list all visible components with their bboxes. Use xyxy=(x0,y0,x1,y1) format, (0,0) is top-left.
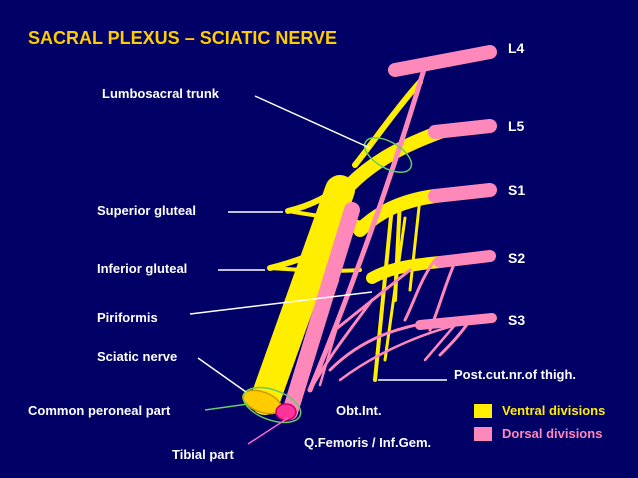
sciatic-trunk-dorsal xyxy=(282,202,360,420)
label-post-cut: Post.cut.nr.of thigh. xyxy=(454,367,577,382)
legend-ventral: Ventral divisions xyxy=(474,403,605,418)
root-label-l4: L4 xyxy=(508,40,525,56)
l4-ventral-branch xyxy=(352,79,423,168)
root-label-s1: S1 xyxy=(508,182,526,198)
label-common-peroneal: Common peroneal part xyxy=(28,403,171,418)
trunk-cut-pink xyxy=(275,403,297,421)
leader-tibial xyxy=(247,417,289,445)
s1-dorsal-root xyxy=(428,183,497,203)
lumbosacral-trunk-circle xyxy=(363,137,413,173)
root-label-s3: S3 xyxy=(508,312,526,328)
legend-label-ventral: Ventral divisions xyxy=(502,403,606,418)
leader-lumbosacral xyxy=(254,95,371,149)
l4-descending xyxy=(307,63,428,393)
leader-piriformis xyxy=(189,291,373,315)
label-piriformis: Piriformis xyxy=(97,310,158,325)
l5-ventral-root xyxy=(343,125,447,192)
legend-swatch-dorsal xyxy=(474,426,492,441)
leader-lines xyxy=(189,95,447,393)
l5-dorsal-root xyxy=(428,119,497,139)
label-lumbosacral-trunk: Lumbosacral trunk xyxy=(102,86,220,101)
label-sciatic-nerve: Sciatic nerve xyxy=(97,349,178,364)
l4-dorsal-root xyxy=(388,45,497,77)
legend-label-dorsal: Dorsal divisions xyxy=(502,426,603,441)
label-tibial: Tibial part xyxy=(172,447,234,462)
label-superior-gluteal: Superior gluteal xyxy=(97,203,196,218)
legend-dorsal: Dorsal divisions xyxy=(474,426,602,441)
s2-dorsal-root xyxy=(434,250,496,268)
legend-swatch-ventral xyxy=(474,403,492,418)
root-label-l5: L5 xyxy=(508,118,525,134)
label-obt-int: Obt.Int. xyxy=(336,403,382,418)
label-inferior-gluteal: Inferior gluteal xyxy=(97,261,188,276)
ventral-divisions xyxy=(250,79,447,415)
leader-sciatic-nerve xyxy=(197,357,247,393)
label-q-femoris: Q.Femoris / Inf.Gem. xyxy=(304,435,432,450)
sciatic-trunk-ventral xyxy=(250,175,355,415)
superior-gluteal-branch xyxy=(285,177,353,214)
sciatic-end-circle xyxy=(242,386,302,424)
leader-common-peroneal xyxy=(204,403,249,411)
dorsal-divisions xyxy=(282,45,497,420)
root-label-s2: S2 xyxy=(508,250,526,266)
page-title: SACRAL PLEXUS – SCIATIC NERVE xyxy=(28,28,338,48)
